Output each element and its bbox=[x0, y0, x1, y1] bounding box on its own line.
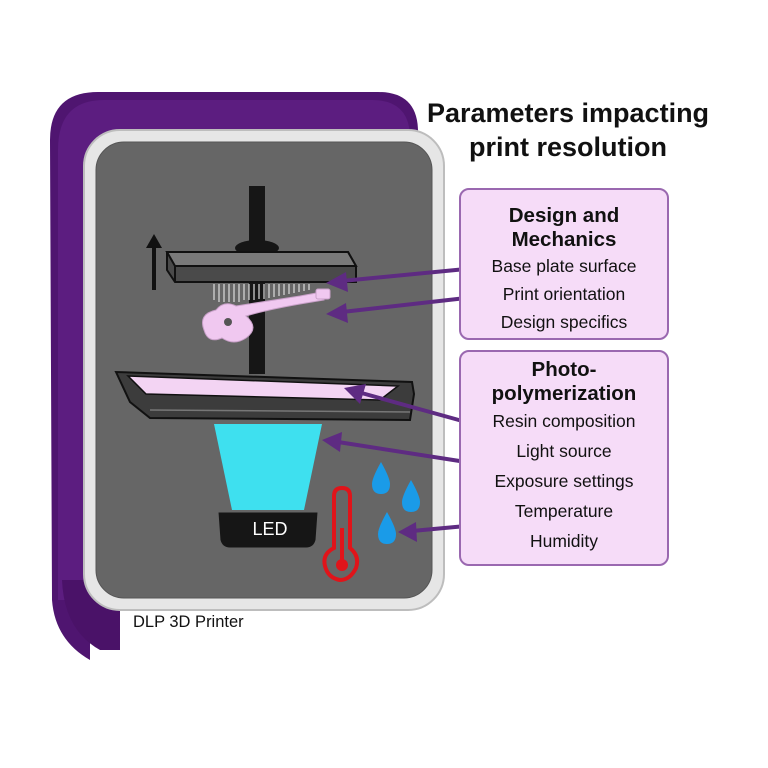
print-supports bbox=[213, 284, 310, 302]
base-plate bbox=[165, 251, 358, 283]
parameter-resin-composition: Resin composition bbox=[492, 411, 636, 431]
title-line-2: print resolution bbox=[469, 132, 667, 162]
group-heading-line-2: polymerization bbox=[491, 382, 637, 405]
arrow-print-orientation bbox=[326, 296, 467, 323]
parameter-humidity: Humidity bbox=[529, 531, 599, 551]
group-heading-line-1: Photo- bbox=[531, 358, 597, 381]
parameter-base-plate-surface: Base plate surface bbox=[491, 256, 637, 276]
parameter-light-source: Light source bbox=[516, 441, 612, 461]
arrow-resin bbox=[344, 384, 467, 424]
light-beam bbox=[214, 424, 322, 510]
arrow-light-source bbox=[322, 432, 467, 464]
up-arrow-icon bbox=[146, 234, 162, 290]
resin-vat bbox=[114, 370, 416, 422]
parameter-exposure-settings: Exposure settings bbox=[494, 471, 634, 491]
printer-caption: DLP 3D Printer bbox=[133, 613, 244, 631]
design-mechanics-box: Design and Mechanics Base plate surface … bbox=[459, 188, 669, 340]
water-droplet-icon bbox=[372, 462, 420, 544]
parameter-temperature: Temperature bbox=[514, 501, 614, 521]
title-line-1: Parameters impacting bbox=[426, 98, 710, 128]
figure-title: Parameters impacting print resolution bbox=[398, 96, 738, 164]
thermometer-icon bbox=[322, 485, 360, 583]
led-unit bbox=[217, 511, 319, 549]
callout-arrows bbox=[322, 267, 467, 542]
parameter-print-orientation: Print orientation bbox=[502, 284, 626, 304]
group-heading-line-2: Mechanics bbox=[511, 228, 617, 251]
arrow-base-plate bbox=[326, 267, 467, 292]
led-label: LED bbox=[252, 519, 288, 539]
parameter-design-specifics: Design specifics bbox=[500, 312, 628, 332]
photopolymerization-box: Photo- polymerization Resin composition … bbox=[459, 350, 669, 566]
guitar-icon bbox=[202, 288, 331, 343]
group-heading-line-1: Design and bbox=[508, 204, 620, 227]
arrow-humidity bbox=[398, 522, 467, 542]
